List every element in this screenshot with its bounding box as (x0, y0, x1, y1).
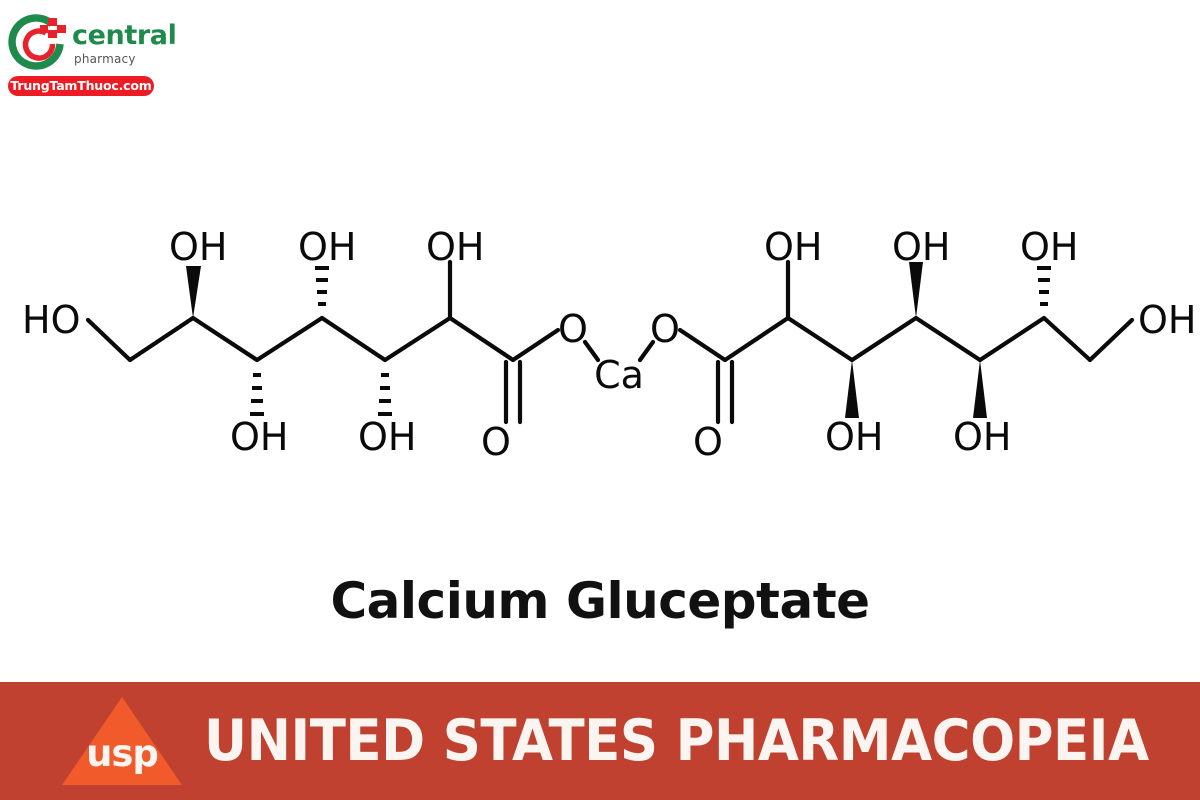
atom-label-OH-top-1: OH (169, 225, 227, 269)
hash-bond-c2-right (1037, 266, 1051, 306)
carbonyl-double-bond-left (503, 359, 523, 425)
atom-label-OH-top-5: OH (892, 225, 950, 269)
usp-logo: usp (62, 695, 182, 787)
atom-label-O-carbonyl-left: O (481, 420, 511, 464)
page-title: Calcium Gluceptate (330, 572, 870, 630)
usp-logo-text: usp (86, 732, 159, 775)
brand-subtitle: pharmacy (74, 52, 136, 66)
atom-label-O-carbonyl-right: O (693, 420, 723, 464)
atom-label-OH-bottom-3: OH (825, 415, 883, 459)
atom-labels: HO OH OH OH OH OH O O Ca O O OH OH OH OH… (22, 225, 1196, 464)
atom-label-OH-bottom-2: OH (358, 415, 416, 459)
wedge-bond-c5-right (845, 360, 859, 418)
chemical-structure-diagram: HO OH OH OH OH OH O O Ca O O OH OH OH OH… (0, 200, 1200, 490)
atom-label-HO-left: HO (22, 298, 80, 342)
atom-label-OH-top-6: OH (1020, 225, 1078, 269)
atom-label-OH-top-4: OH (764, 225, 822, 269)
bond-lines-right (637, 259, 1135, 363)
atom-label-OH-top-3: OH (426, 225, 484, 269)
usp-banner-title: UNITED STATES PHARMACOPEIA (204, 708, 1149, 774)
hash-bond-c4 (315, 266, 329, 306)
triangle-icon (62, 697, 182, 785)
atom-label-O-ester-left: O (558, 307, 588, 351)
brand-logo: central pharmacy TrungTamThuoc.com (8, 14, 198, 96)
bond-lines (85, 259, 601, 363)
brand-url-badge: TrungTamThuoc.com (8, 76, 154, 96)
atom-label-OH-top-2: OH (298, 225, 356, 269)
brand-wordmark: central pharmacy (72, 22, 192, 74)
atom-label-O-ester-right: O (650, 307, 680, 351)
structure-svg: HO OH OH OH OH OH O O Ca O O OH OH OH OH… (22, 225, 1196, 464)
atom-label-OH-bottom-1: OH (230, 415, 288, 459)
carbonyl-double-bond-right (715, 359, 735, 425)
central-pharmacy-logo-icon (8, 14, 66, 70)
atom-label-OH-bottom-4: OH (953, 415, 1011, 459)
hash-bond-c5 (378, 373, 392, 416)
usp-banner: usp UNITED STATES PHARMACOPEIA (0, 682, 1200, 800)
wedge-bond-c2 (186, 266, 201, 318)
brand-name: central (72, 20, 177, 51)
atom-label-Ca: Ca (594, 353, 644, 397)
hash-bond-c3 (250, 373, 264, 416)
atom-label-OH-right: OH (1138, 298, 1196, 342)
wedge-bond-c4-right (909, 262, 923, 318)
wedge-bond-c3-right (973, 360, 987, 418)
